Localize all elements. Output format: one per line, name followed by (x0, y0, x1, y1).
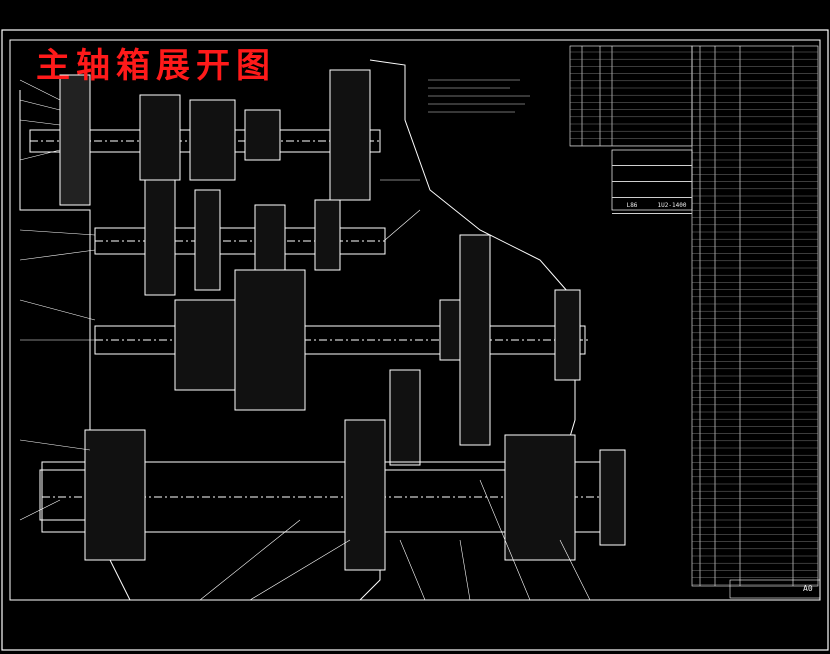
main-spindle (41, 419, 626, 571)
technical-notes (428, 79, 530, 113)
parts-list-table (569, 45, 821, 599)
spec-cell (612, 166, 652, 181)
spec-cell (652, 166, 692, 181)
outer-frame (1, 29, 829, 651)
shaft-1 (29, 69, 381, 206)
parts-list-rows (570, 51, 818, 585)
spec-cell (652, 182, 692, 197)
spec-row (612, 182, 692, 198)
spec-cell: 1U2-1400 (657, 202, 687, 209)
shaft-2 (94, 179, 386, 296)
spec-cell: L86 (626, 202, 638, 209)
leader-lines (19, 79, 591, 601)
shaft-3 (94, 234, 590, 466)
inner-frame (9, 39, 821, 601)
sheet-size-label: A0 (803, 584, 813, 593)
spec-cell (612, 150, 652, 165)
spec-table: L86 1U2-1400 (612, 150, 692, 214)
spec-row (612, 166, 692, 182)
drawing-title: 主轴箱展开图 (36, 46, 276, 86)
spec-cell (652, 150, 692, 165)
spec-row (612, 150, 692, 166)
spec-table-frame (611, 149, 693, 211)
spec-row: L86 1U2-1400 (612, 198, 692, 214)
spec-cell (612, 182, 652, 197)
